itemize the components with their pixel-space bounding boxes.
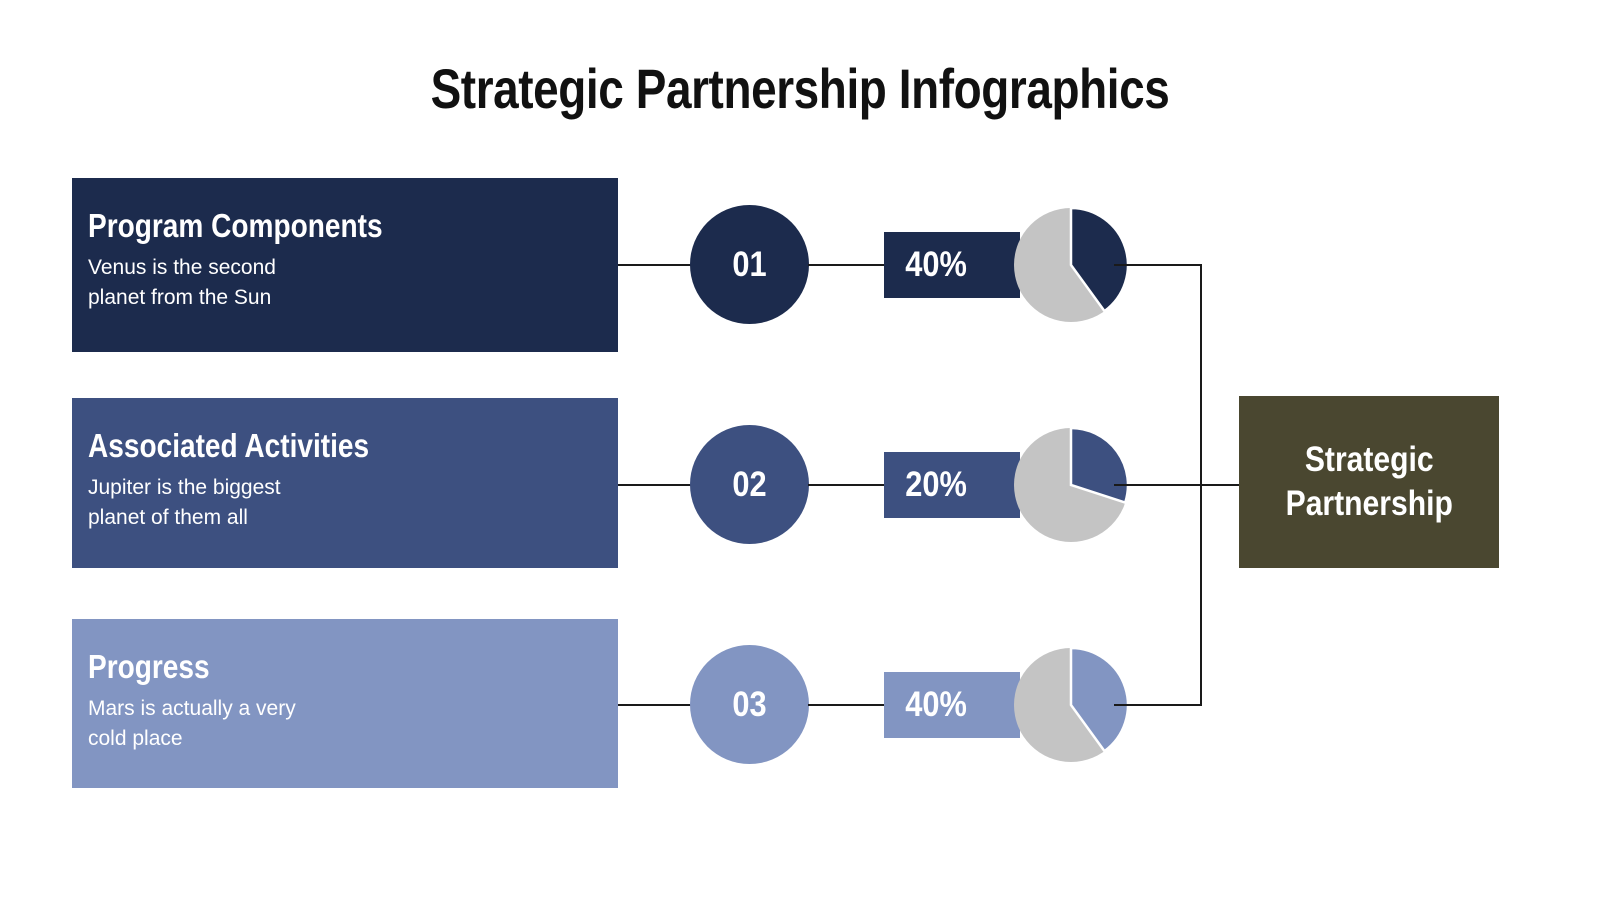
connector-trunk-to-result (1200, 484, 1242, 486)
connector-pie-to-trunk-3 (1114, 704, 1202, 706)
step-circle-1-label: 01 (732, 244, 767, 284)
connector-circle-to-badge-1 (808, 264, 886, 266)
pie-chart-1 (1014, 200, 1130, 331)
connector-box-to-circle-1 (618, 264, 692, 266)
info-card-2-description: Jupiter is the biggest planet of them al… (88, 475, 281, 530)
step-circle-3[interactable]: 03 (690, 645, 809, 764)
connector-pie-to-trunk-1 (1114, 264, 1202, 266)
connector-box-to-circle-3 (618, 704, 692, 706)
pie-chart-2-svg (1014, 426, 1130, 542)
connector-circle-to-badge-2 (808, 484, 886, 486)
pie-chart-2 (1014, 420, 1130, 551)
connector-box-to-circle-2 (618, 484, 692, 486)
step-circle-1[interactable]: 01 (690, 205, 809, 324)
connector-circle-to-badge-3 (808, 704, 886, 706)
info-card-1-title: Program Components (88, 207, 383, 244)
pie-chart-1-svg (1014, 206, 1130, 322)
step-circle-3-label: 03 (732, 684, 767, 724)
pie-value-slice-2 (1069, 426, 1130, 505)
info-card-3-title: Progress (88, 648, 210, 685)
percent-badge-1-label: 40% (905, 245, 967, 284)
step-circle-2-label: 02 (732, 464, 767, 504)
info-card-1-description: Venus is the second planet from the Sun (88, 255, 276, 310)
pie-value-slice-1 (1069, 206, 1130, 313)
info-card-2-title: Associated Activities (88, 427, 370, 464)
info-card-2[interactable]: Associated Activities Jupiter is the big… (72, 398, 618, 568)
result-card[interactable]: Strategic Partnership (1239, 396, 1499, 568)
page-title: Strategic Partnership Infographics (430, 57, 1170, 120)
pie-value-slice-3 (1069, 646, 1130, 753)
percent-badge-3[interactable]: 40% (884, 672, 1020, 738)
percent-badge-1[interactable]: 40% (884, 232, 1020, 298)
pie-chart-3 (1014, 640, 1130, 771)
pie-chart-3-svg (1014, 646, 1130, 762)
result-card-label: Strategic Partnership (1285, 440, 1453, 523)
info-card-1[interactable]: Program Components Venus is the second p… (72, 178, 618, 352)
connector-pie-to-trunk-2 (1114, 484, 1202, 486)
percent-badge-2[interactable]: 20% (884, 452, 1020, 518)
percent-badge-2-label: 20% (905, 465, 967, 504)
info-card-3-description: Mars is actually a very cold place (88, 696, 296, 751)
info-card-3[interactable]: Progress Mars is actually a very cold pl… (72, 619, 618, 788)
percent-badge-3-label: 40% (905, 685, 967, 724)
step-circle-2[interactable]: 02 (690, 425, 809, 544)
